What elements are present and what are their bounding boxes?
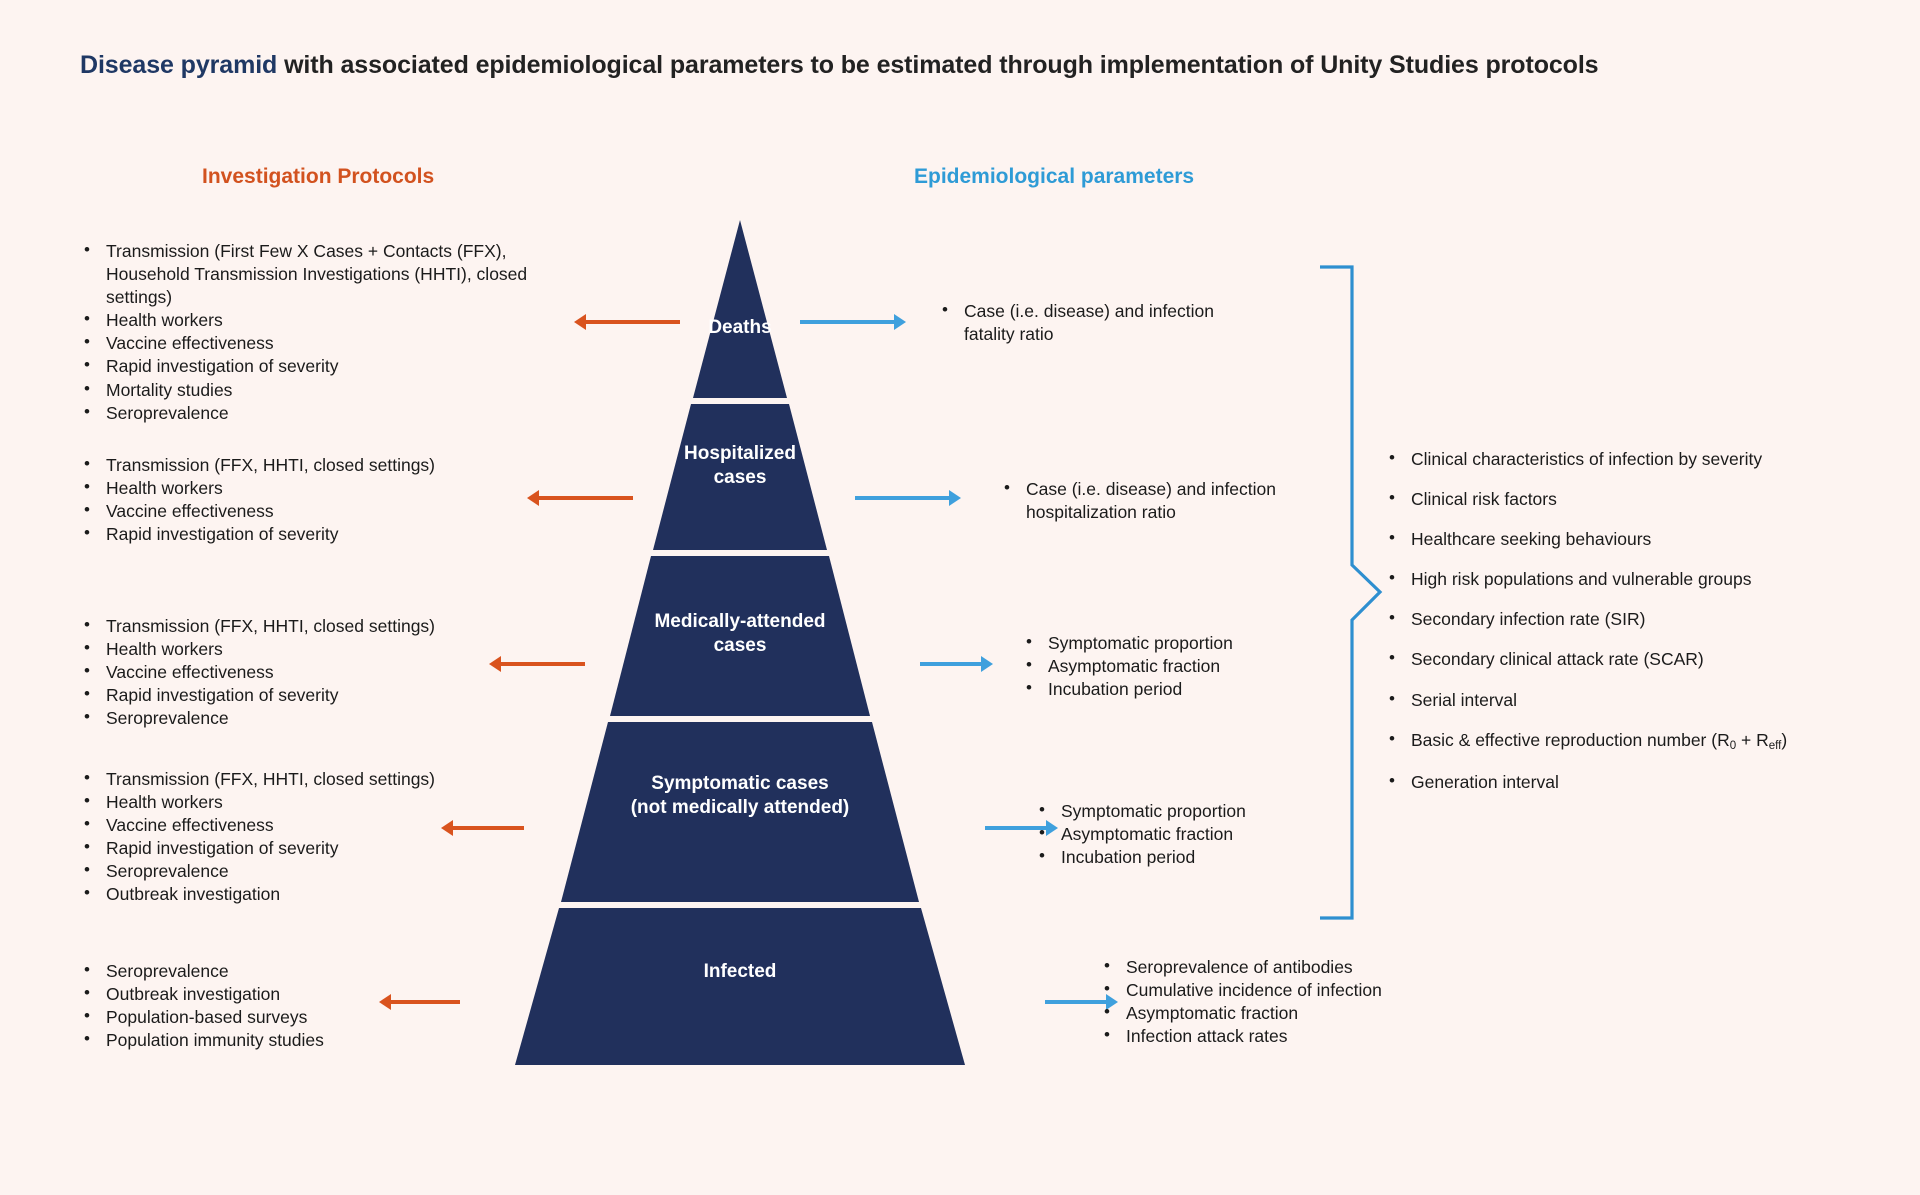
pyramid-level-infected[interactable] — [515, 908, 965, 1065]
list-item: Vaccine effectiveness — [80, 499, 550, 523]
list-item: Mortality studies — [80, 378, 550, 402]
pyramid-level-symptomatic[interactable] — [561, 722, 919, 902]
arrow-right-medically-attended — [920, 656, 993, 672]
protocols-list-symptomatic: Transmission (FFX, HHTI, closed settings… — [80, 767, 550, 907]
list-item: Incubation period — [1035, 845, 1355, 869]
protocols-list-infected: Seroprevalence Outbreak investigation Po… — [80, 959, 550, 1052]
list-item: Seroprevalence of antibodies — [1100, 955, 1480, 979]
list-item: Vaccine effectiveness — [80, 660, 550, 684]
parameters-block-infected: Seroprevalence of antibodies Cumulative … — [1100, 955, 1480, 1048]
list-item: Transmission (First Few X Cases + Contac… — [80, 239, 550, 309]
list-item: Symptomatic proportion — [1022, 631, 1342, 655]
list-item: Health workers — [80, 308, 550, 332]
list-item: Seroprevalence — [80, 859, 550, 883]
heading-epidemiological-parameters: Epidemiological parameters — [914, 165, 1195, 188]
list-item: Population immunity studies — [80, 1028, 550, 1052]
list-item: Secondary infection rate (SIR) — [1385, 607, 1855, 631]
parameters-block-medically-attended: Symptomatic proportion Asymptomatic frac… — [1022, 631, 1342, 701]
heading-investigation-protocols: Investigation Protocols — [202, 165, 435, 188]
arrow-left-hospitalized — [527, 490, 633, 506]
list-item: Asymptomatic fraction — [1022, 654, 1342, 678]
list-item: Serial interval — [1385, 688, 1855, 712]
protocols-block-deaths: Transmission (First Few X Cases + Contac… — [80, 239, 550, 425]
list-item: Health workers — [80, 637, 550, 661]
page-title-rest: with associated epidemiological paramete… — [277, 51, 1599, 79]
parameters-block-hospitalized: Case (i.e. disease) and infection hospit… — [1000, 477, 1340, 524]
list-item: Health workers — [80, 476, 550, 500]
page-title-accent: Disease pyramid — [80, 51, 278, 79]
arrow-right-hospitalized — [855, 490, 961, 506]
protocols-list-hospitalized: Transmission (FFX, HHTI, closed settings… — [80, 453, 550, 546]
list-item: Case (i.e. disease) and infection hospit… — [1000, 477, 1340, 524]
list-item: Case (i.e. disease) and infection fatali… — [938, 299, 1268, 346]
list-item-reproduction-number: Basic & effective reproduction number (R… — [1385, 728, 1855, 754]
pyramid-shape — [515, 220, 965, 1065]
list-item: Transmission (FFX, HHTI, closed settings… — [80, 614, 550, 638]
list-item: Asymptomatic fraction — [1100, 1001, 1480, 1025]
cross-cutting-brace — [1318, 265, 1388, 920]
protocols-block-symptomatic: Transmission (FFX, HHTI, closed settings… — [80, 767, 550, 907]
parameters-list-symptomatic: Symptomatic proportion Asymptomatic frac… — [1035, 799, 1355, 869]
protocols-list-deaths: Transmission (First Few X Cases + Contac… — [80, 239, 550, 425]
list-item: Outbreak investigation — [80, 882, 550, 906]
cross-cutting-parameters-list: Clinical characteristics of infection by… — [1385, 447, 1855, 794]
page-title: Disease pyramid with associated epidemio… — [80, 50, 1599, 81]
cross-cutting-parameters-block: Clinical characteristics of infection by… — [1385, 447, 1855, 811]
arrow-right-infected — [1045, 994, 1118, 1010]
parameters-block-deaths: Case (i.e. disease) and infection fatali… — [938, 299, 1268, 346]
list-item: Infection attack rates — [1100, 1024, 1480, 1048]
list-item: Healthcare seeking behaviours — [1385, 527, 1855, 551]
list-item: Seroprevalence — [80, 706, 550, 730]
parameters-list-deaths: Case (i.e. disease) and infection fatali… — [938, 299, 1268, 346]
list-item: Population-based surveys — [80, 1005, 550, 1029]
list-item: Generation interval — [1385, 770, 1855, 794]
protocols-list-medically-attended: Transmission (FFX, HHTI, closed settings… — [80, 614, 550, 730]
list-item: Vaccine effectiveness — [80, 331, 550, 355]
protocols-block-infected: Seroprevalence Outbreak investigation Po… — [80, 959, 550, 1052]
list-item: Rapid investigation of severity — [80, 836, 550, 860]
brace-icon — [1320, 265, 1383, 920]
pyramid-level-hospitalized[interactable] — [653, 404, 827, 550]
protocols-block-hospitalized: Transmission (FFX, HHTI, closed settings… — [80, 453, 550, 546]
list-item: Transmission (FFX, HHTI, closed settings… — [80, 453, 550, 477]
list-item: Incubation period — [1022, 677, 1342, 701]
list-item: Rapid investigation of severity — [80, 522, 550, 546]
list-item: Rapid investigation of severity — [80, 354, 550, 378]
list-item: Health workers — [80, 790, 550, 814]
list-item: Clinical characteristics of infection by… — [1385, 447, 1855, 471]
list-item: Rapid investigation of severity — [80, 683, 550, 707]
parameters-list-infected: Seroprevalence of antibodies Cumulative … — [1100, 955, 1480, 1048]
list-item: Clinical risk factors — [1385, 487, 1855, 511]
list-item: High risk populations and vulnerable gro… — [1385, 567, 1855, 591]
arrow-right-deaths — [800, 314, 906, 330]
list-item: Seroprevalence — [80, 959, 550, 983]
list-item: Seroprevalence — [80, 401, 550, 425]
list-item: Symptomatic proportion — [1035, 799, 1355, 823]
parameters-list-hospitalized: Case (i.e. disease) and infection hospit… — [1000, 477, 1340, 524]
protocols-block-medically-attended: Transmission (FFX, HHTI, closed settings… — [80, 614, 550, 730]
arrow-left-deaths — [574, 314, 680, 330]
list-item: Transmission (FFX, HHTI, closed settings… — [80, 767, 550, 791]
pyramid-level-deaths[interactable] — [693, 220, 787, 398]
list-item: Vaccine effectiveness — [80, 813, 550, 837]
list-item: Cumulative incidence of infection — [1100, 978, 1480, 1002]
list-item: Secondary clinical attack rate (SCAR) — [1385, 647, 1855, 671]
list-item: Outbreak investigation — [80, 982, 550, 1006]
parameters-block-symptomatic: Symptomatic proportion Asymptomatic frac… — [1035, 799, 1355, 869]
parameters-list-medically-attended: Symptomatic proportion Asymptomatic frac… — [1022, 631, 1342, 701]
list-item: Asymptomatic fraction — [1035, 822, 1355, 846]
pyramid-level-medically-attended[interactable] — [610, 556, 870, 716]
